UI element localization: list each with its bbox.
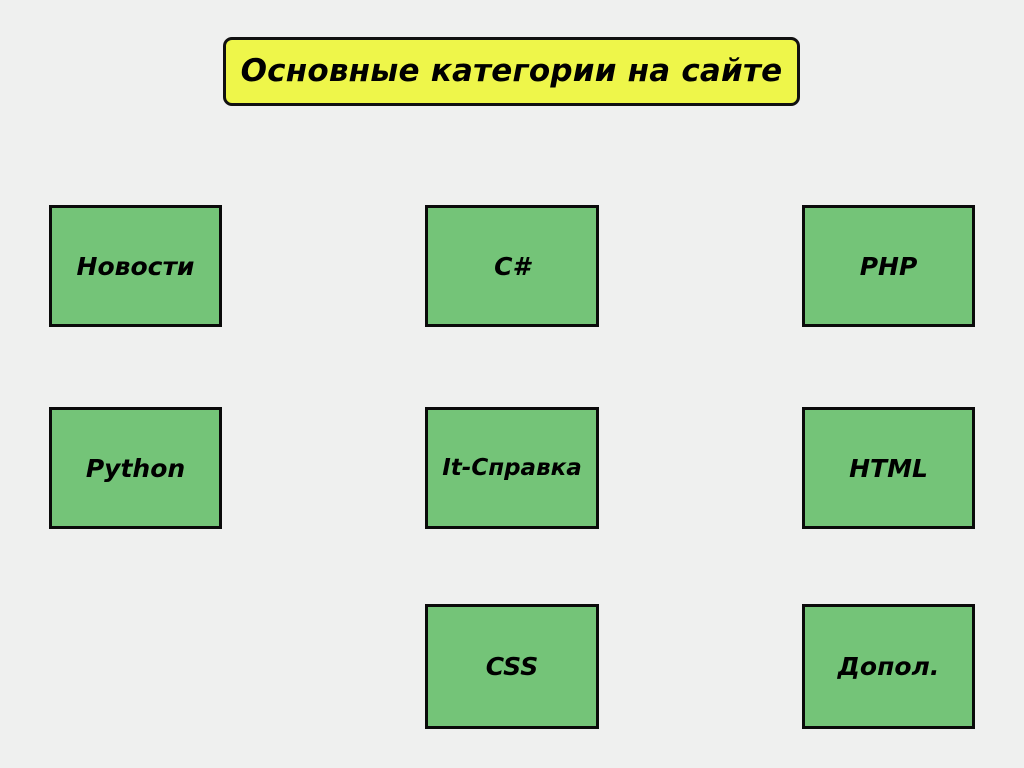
category-box-html[interactable]: HTML <box>802 407 975 529</box>
category-box-python[interactable]: Python <box>49 407 222 529</box>
category-label: Новости <box>76 251 195 281</box>
category-box-novosti[interactable]: Новости <box>49 205 222 327</box>
category-box-css[interactable]: CSS <box>425 604 599 729</box>
category-box-php[interactable]: PHP <box>802 205 975 327</box>
slide-title-box: Основные категории на сайте <box>223 37 800 106</box>
category-label: Python <box>85 453 186 483</box>
category-box-dopol[interactable]: Допол. <box>802 604 975 729</box>
category-label: HTML <box>849 453 928 483</box>
category-box-csharp[interactable]: C# <box>425 205 599 327</box>
category-label: Допол. <box>837 652 940 681</box>
category-box-it-spravka[interactable]: It-Справка <box>425 407 599 529</box>
category-label: CSS <box>485 652 539 681</box>
category-label: It-Справка <box>442 454 582 481</box>
page-title: Основные категории на сайте <box>240 53 783 89</box>
category-label: PHP <box>859 251 918 281</box>
category-label: C# <box>494 251 530 281</box>
